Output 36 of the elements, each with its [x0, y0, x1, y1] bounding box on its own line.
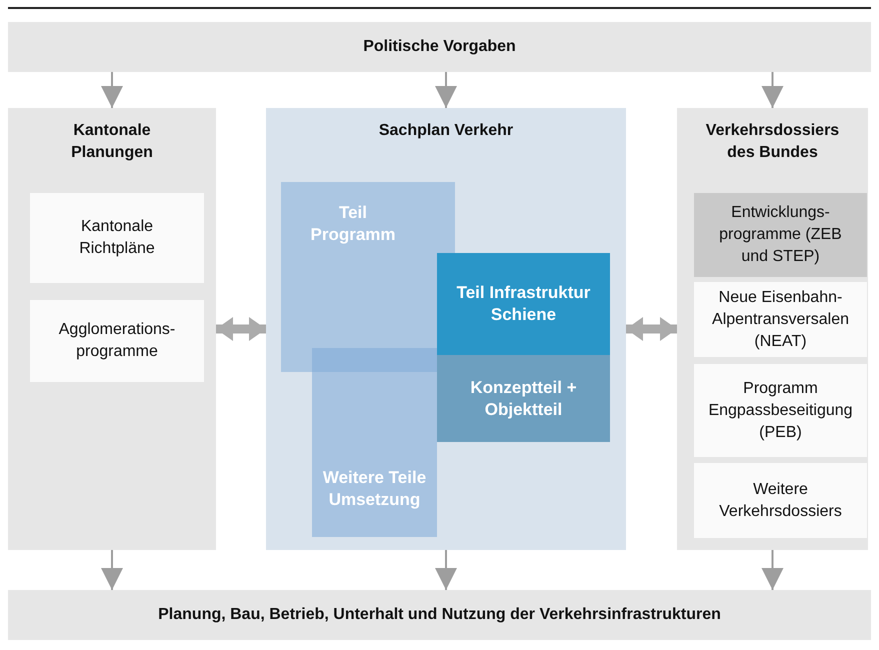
- box-label: Entwicklungs-programme (ZEB und STEP): [718, 203, 843, 267]
- arrow: [101, 550, 123, 590]
- box: [437, 355, 610, 442]
- box: [312, 348, 437, 537]
- double-arrow: [626, 317, 677, 341]
- panel: [8, 108, 216, 550]
- box-label: Teil Programm: [309, 202, 397, 246]
- box-label: Kantonale Richtpläne: [78, 217, 156, 259]
- band: [8, 590, 871, 640]
- panel-title: Verkehrsdossiers des Bundes: [704, 121, 840, 163]
- box-label: Konzeptteil + Objektteil: [469, 376, 578, 420]
- arrow: [435, 72, 457, 108]
- arrow: [762, 550, 784, 590]
- box: [694, 193, 867, 277]
- box: [694, 282, 867, 357]
- box: [694, 364, 867, 457]
- box-label: Weitere Verkehrsdossiers: [718, 480, 843, 522]
- panel: [266, 108, 626, 550]
- panel: [677, 108, 868, 550]
- arrow: [435, 550, 457, 590]
- band: [8, 22, 871, 72]
- double-arrow: [216, 317, 266, 341]
- box: [694, 463, 867, 538]
- panel-title: Sachplan Verkehr: [378, 121, 514, 141]
- box: [437, 253, 610, 355]
- panel-title: Kantonale Planungen: [70, 121, 154, 163]
- box: [281, 182, 455, 372]
- arrow: [101, 72, 123, 108]
- band-label: Politische Vorgaben: [363, 37, 516, 57]
- box-label: Programm Engpassbeseitigung (PEB): [707, 378, 854, 442]
- arrow: [762, 72, 784, 108]
- box-label: Neue Eisenbahn-Alpentransversalen (NEAT): [711, 288, 850, 352]
- box-label: Teil Infrastruktur Schiene: [456, 282, 592, 326]
- box-label: Weitere Teile Umsetzung: [322, 467, 428, 511]
- band-label: Planung, Bau, Betrieb, Unterhalt und Nutzung der Verkehrsinfrastrukturen: [158, 605, 721, 625]
- box-label: Agglomerations-programme: [58, 320, 176, 362]
